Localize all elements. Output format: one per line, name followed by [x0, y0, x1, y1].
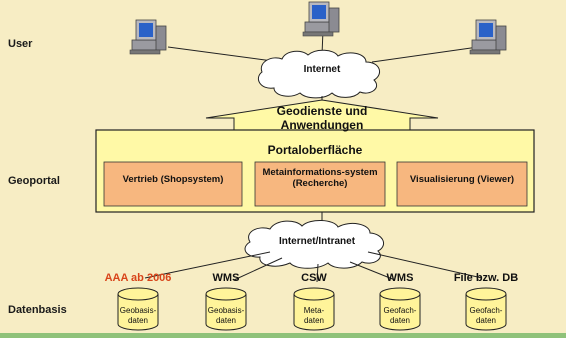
database-cylinder [117, 287, 159, 331]
ground-line [0, 333, 566, 338]
layer-label-datenbasis: Datenbasis [8, 304, 67, 316]
internet-label: Internet [303, 64, 341, 75]
datastore-header: AAA ab 2006 [104, 272, 172, 284]
database-cylinder [379, 287, 421, 331]
services-label: Geodienste und Anwendungen [276, 104, 368, 132]
datastore-header: WMS [386, 272, 414, 284]
layer-label-user: User [8, 38, 33, 50]
computer-icon [469, 19, 507, 55]
layer-label-geoportal: Geoportal [8, 175, 60, 187]
datastore-label: Geobasis-daten [207, 306, 245, 325]
intranet-cloud [244, 220, 385, 269]
database-cylinder [465, 287, 507, 331]
intranet-label: Internet/Intranet [278, 236, 356, 247]
bottom-connectors [144, 251, 483, 283]
database-cylinder [205, 287, 247, 331]
datastore-header: WMS [212, 272, 240, 284]
portal-title: Portaloberfläche [267, 143, 363, 157]
module-visualisierung [396, 161, 528, 207]
datastore-label: Meta-daten [303, 306, 325, 325]
datastore-header: CSW [301, 272, 327, 284]
computer-icon [129, 19, 167, 55]
module-vertrieb-label: Vertrieb (Shopsystem) [122, 174, 224, 185]
datastore-label: Geofach-daten [469, 306, 503, 325]
database-cylinder [293, 287, 335, 331]
module-metainfo [254, 161, 386, 207]
internet-cloud [258, 49, 381, 99]
datastore-label: Geobasis-daten [119, 306, 157, 325]
module-metainfo-label: Metainformations-system (Recherche) [262, 167, 378, 189]
datastore-label: Geofach-daten [383, 306, 417, 325]
module-vertrieb [103, 161, 243, 207]
datastore-header: File bzw. DB [453, 272, 519, 284]
module-visualisierung-label: Visualisierung (Viewer) [409, 174, 515, 185]
computer-icon [302, 1, 340, 37]
